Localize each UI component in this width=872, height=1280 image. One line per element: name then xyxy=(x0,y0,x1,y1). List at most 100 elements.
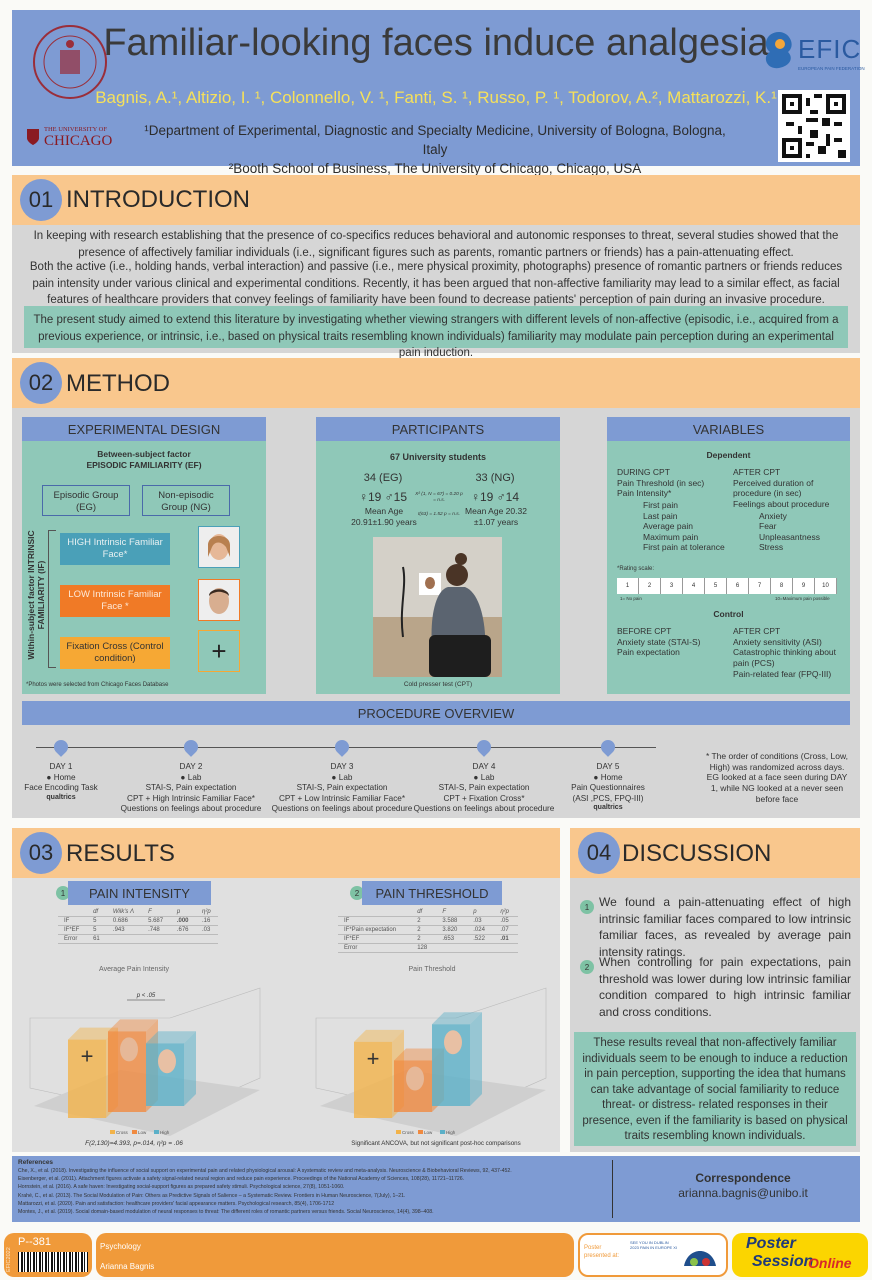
low-face-image xyxy=(198,579,240,621)
brand-online: Online xyxy=(808,1255,852,1271)
table-header-cell: F xyxy=(142,908,171,917)
high-face-image xyxy=(198,526,240,568)
before-cpt-list: BEFORE CPT Anxiety state (STAI-S) Pain e… xyxy=(617,626,727,658)
discussion-bullet-1: 1 xyxy=(580,900,594,914)
cpt-photo xyxy=(373,537,502,677)
procedure-note: * The order of conditions (Cross, Low, H… xyxy=(705,751,849,804)
nonepisodic-group-box: Non-episodic Group (NG) xyxy=(142,485,230,516)
day-place: ● Lab xyxy=(331,772,353,782)
day-label: DAY 3 xyxy=(330,762,354,771)
table-cell: .01 xyxy=(494,934,518,944)
table-cell: .943 xyxy=(106,925,143,935)
after-cpt-head: AFTER CPT xyxy=(733,467,781,477)
low-familiar-box: LOW Intrinsic Familiar Face * xyxy=(60,585,170,617)
day-line-2: CPT + Low Intrinsic Familiar Face* xyxy=(278,793,406,803)
legend-label: High xyxy=(160,1130,170,1135)
rating-scale-cell: 4 xyxy=(683,578,705,594)
discussion-title: DISCUSSION xyxy=(622,840,772,867)
table-header-cell: p xyxy=(467,908,495,917)
results-number: 03 xyxy=(20,832,62,874)
method-number: 02 xyxy=(20,362,62,404)
footer-congress-logo: SEE YOU IN DUBLIN 2023 PAIN IN EUROPE XI xyxy=(630,1240,722,1272)
table-header-cell: df xyxy=(411,908,437,917)
feelings-subitems: Anxiety Fear Unpleasantness Stress xyxy=(733,511,845,554)
correspondence-email[interactable]: arianna.bagnis@unibo.it xyxy=(678,1186,808,1200)
after-cpt-list: AFTER CPT Perceived duration of procedur… xyxy=(733,467,845,553)
chart-axes xyxy=(315,987,547,1119)
fixation-cross-label: Fixation Cross (Control condition) xyxy=(66,641,164,664)
day-place: ● Home xyxy=(593,772,623,782)
table-cell: .676 xyxy=(170,925,196,935)
table-cell: .000 xyxy=(170,916,196,926)
fear-item: Fear xyxy=(759,521,777,532)
table-header-cell: F xyxy=(436,908,468,917)
method-title: METHOD xyxy=(66,370,170,397)
table-cell: Error xyxy=(58,934,88,944)
study-aim-text: The present study aimed to extend this l… xyxy=(33,314,839,360)
footer-topic: Psychology xyxy=(100,1242,141,1251)
brand-session: Session xyxy=(752,1253,814,1270)
intro-header-bar xyxy=(12,175,860,225)
between-label-1: Between-subject factor xyxy=(97,449,191,459)
table-cell xyxy=(436,943,468,953)
day-place: ● Home xyxy=(46,772,76,782)
uchicago-logo: THE UNIVERSITY OF CHICAGO xyxy=(26,126,126,154)
table-header-cell: df xyxy=(87,908,107,917)
table-header-cell: Wilk's Λ xyxy=(106,908,143,917)
author-list: Bagnis, A.¹, Altizio, I. ¹, Colonnello, … xyxy=(95,88,777,107)
rating-scale-cell: 8 xyxy=(771,578,793,594)
table-cell xyxy=(170,934,196,944)
reference-item: Montes, J., et al. (2019). Social domain… xyxy=(18,1209,434,1216)
maximum-pain-item: Maximum pain xyxy=(643,531,699,542)
table-cell: 3.588 xyxy=(436,916,468,926)
threshold-header: PAIN THRESHOLD xyxy=(362,881,502,905)
fpq-item: Pain-related fear (FPQ-III) xyxy=(733,668,832,679)
average-pain-item: Average pain xyxy=(643,521,693,532)
rating-scale-cell: 5 xyxy=(705,578,727,594)
day-line-1: STAI-S, Pain expectation xyxy=(438,783,530,792)
reference-item: Eisenberger, et al. (2011). Attachment f… xyxy=(18,1176,465,1183)
table-cell: .522 xyxy=(467,934,495,944)
stai-item: Anxiety state (STAI-S) xyxy=(617,636,701,647)
affiliation-2: ²Booth School of Business, The Universit… xyxy=(228,160,642,176)
qualtrics-logo: qualtrics xyxy=(593,804,623,811)
design-header: EXPERIMENTAL DESIGN xyxy=(22,417,266,441)
efic-wordmark: EFIC xyxy=(798,34,862,64)
correspondence-heading: Correspondence xyxy=(695,1171,791,1185)
bar-top xyxy=(146,1031,196,1044)
bar-cross-symbol: + xyxy=(367,1046,380,1071)
stress-item: Stress xyxy=(759,542,784,553)
legend-swatch xyxy=(418,1130,423,1134)
between-label-2: EPISODIC FAMILIARITY (EF) xyxy=(86,459,202,470)
efic-logo: EFIC EUROPEAN PAIN FEDERATION xyxy=(760,24,865,84)
bar-cross xyxy=(68,1039,106,1118)
intensity-chart-title: Average Pain Intensity xyxy=(99,966,169,973)
eg-age: Mean Age 20.91±1.90 years xyxy=(351,506,417,527)
nonepisodic-group-label: Non-episodic Group (NG) xyxy=(158,490,214,513)
discussion-point-1: We found a pain-attenuating effect of hi… xyxy=(599,895,851,959)
unpleasantness-item: Unpleasantness xyxy=(759,531,820,542)
unibo-seal-logo xyxy=(32,24,108,100)
before-cpt-head: BEFORE CPT xyxy=(617,626,672,636)
pain-threshold-item: Pain Threshold (in sec) xyxy=(617,477,705,488)
rating-scale-cell: 7 xyxy=(749,578,771,594)
footer-congress-box xyxy=(578,1233,728,1277)
bar-face-image xyxy=(158,1049,176,1074)
intro-number: 01 xyxy=(20,179,62,221)
discussion-bullet-2: 2 xyxy=(580,960,594,974)
pcs-item: Catastrophic thinking about pain (PCS) xyxy=(733,647,837,668)
barcode xyxy=(18,1252,88,1272)
bar-top xyxy=(108,1019,158,1032)
table-cell: 2 xyxy=(411,934,437,944)
qr-code[interactable] xyxy=(778,90,850,162)
poster-code: P--381 xyxy=(18,1236,52,1248)
participants-total: 67 University students xyxy=(389,452,487,462)
references-panel xyxy=(12,1156,860,1222)
